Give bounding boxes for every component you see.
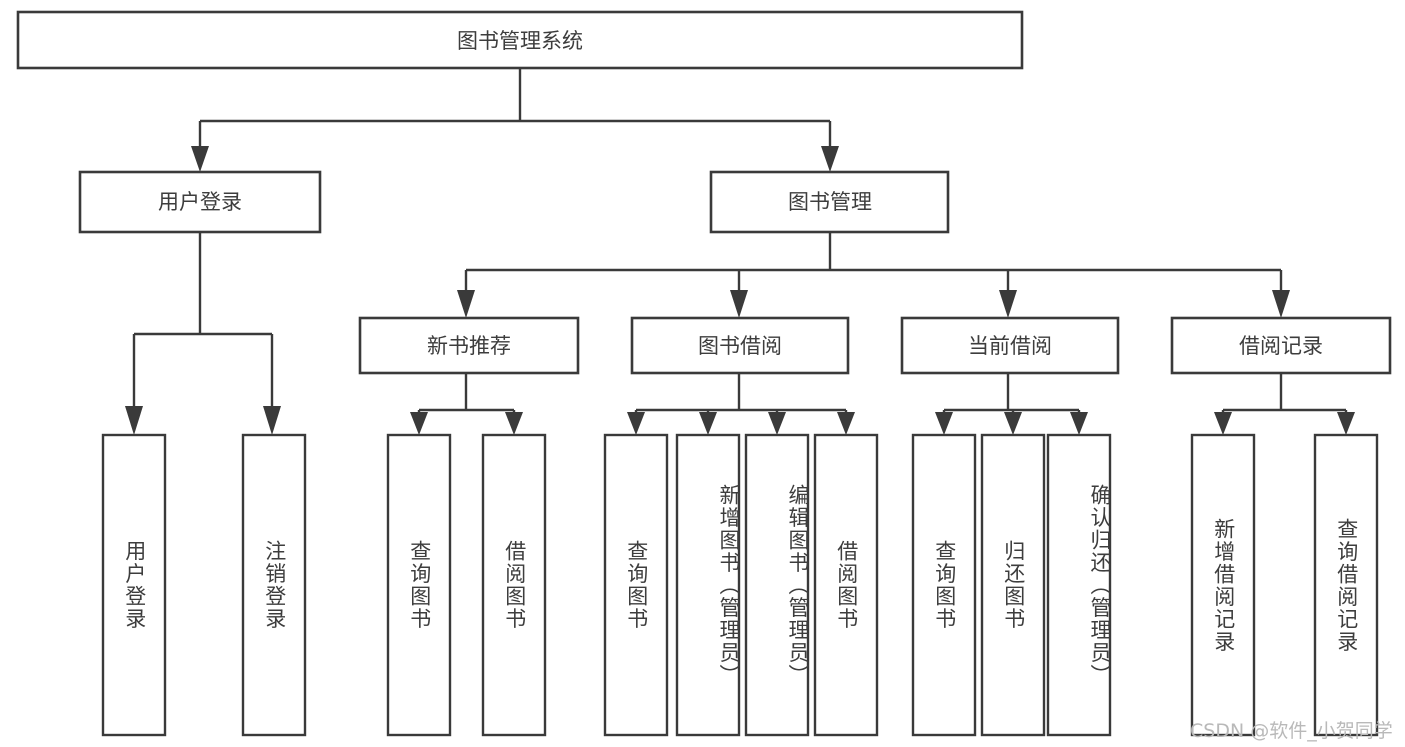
leaf-label-confirm-return: 确认归还（管理员） [1088, 483, 1112, 687]
connector-group-borrowrecord [1214, 373, 1355, 435]
arrow-head-leaf-query-book-1 [410, 412, 428, 435]
arrow-head-borrow-record [1272, 290, 1290, 318]
leaf-label-query-book-3: 查询图书 [932, 540, 957, 630]
leaf-box-query-book-2[interactable] [603, 433, 669, 737]
node-new-book-recommend[interactable]: 新书推荐 [358, 316, 580, 375]
arrow-head-leaf-add-record [1214, 412, 1232, 435]
leaf-box-add-book[interactable] [675, 433, 741, 737]
node-root-label: 图书管理系统 [457, 29, 583, 53]
node-book-manage-box[interactable] [709, 170, 950, 234]
arrow-head-leaf-add-book [699, 412, 717, 435]
arrow-head-leaf-confirm-return [1070, 412, 1088, 435]
leaf-box-borrow-book-1[interactable] [481, 433, 547, 737]
node-user-login[interactable]: 用户登录 [78, 170, 322, 234]
leaf-box-confirm-return[interactable] [1046, 433, 1112, 737]
connector-group-recommend [410, 373, 523, 435]
node-user-login-label: 用户登录 [158, 190, 242, 214]
arrow-head-leaf-query-book-3 [935, 412, 953, 435]
arrow-head-userlogin [191, 146, 209, 172]
leaf-box-return-book[interactable] [980, 433, 1046, 737]
connector-group-currentborrow [935, 373, 1088, 435]
arrow-head-leaf-user-login [125, 406, 143, 435]
node-borrow-record-label: 借阅记录 [1239, 334, 1323, 358]
connector-group-bookborrow [627, 373, 855, 435]
node-borrow-record-box[interactable] [1170, 316, 1392, 375]
leaf-box-query-record[interactable] [1313, 433, 1379, 737]
leaf-label-borrow-book-2: 借阅图书 [834, 540, 859, 630]
connector-group-bookmanage [457, 232, 1290, 318]
leaf-label-logout: 注销登录 [262, 540, 287, 630]
leaf-label-query-book-2: 查询图书 [624, 540, 649, 630]
arrow-head-book-borrow [730, 290, 748, 318]
arrow-head-leaf-borrow-book-1 [505, 412, 523, 435]
leaf-label-query-book-1: 查询图书 [407, 540, 432, 630]
leaf-box-logout[interactable] [241, 433, 307, 737]
leaf-box-user-login[interactable] [101, 433, 167, 737]
leaf-box-add-record[interactable] [1190, 433, 1256, 737]
arrow-head-bookmanage [821, 146, 839, 172]
leaf-box-borrow-book-2[interactable] [813, 433, 879, 737]
node-book-borrow-box[interactable] [630, 316, 850, 375]
csdn-watermark: CSDN @软件_小贺同学 [1190, 720, 1393, 742]
node-current-borrow-box[interactable] [900, 316, 1120, 375]
connector-group-root [191, 68, 839, 172]
leaf-box-query-book-1[interactable] [386, 433, 452, 737]
arrow-head-leaf-logout [263, 406, 281, 435]
leaf-label-return-book: 归还图书 [1001, 540, 1026, 630]
node-current-borrow[interactable]: 当前借阅 [900, 316, 1120, 375]
arrow-head-leaf-return-book [1004, 412, 1022, 435]
leaf-box-edit-book[interactable] [744, 433, 810, 737]
leaf-label-borrow-book-1: 借阅图书 [502, 540, 527, 630]
leaf-label-add-record: 新增借阅记录 [1211, 517, 1236, 653]
arrow-head-leaf-edit-book [768, 412, 786, 435]
node-root-box[interactable] [16, 10, 1024, 70]
connector-group-userlogin [125, 232, 281, 435]
leaf-boxes [101, 433, 1379, 737]
node-book-borrow-label: 图书借阅 [698, 334, 782, 358]
leaf-label-user-login: 用户登录 [122, 540, 147, 630]
arrow-head-leaf-borrow-book-2 [837, 412, 855, 435]
arrow-head-current-borrow [999, 290, 1017, 318]
leaf-box-query-book-3[interactable] [911, 433, 977, 737]
node-new-book-recommend-box[interactable] [358, 316, 580, 375]
node-book-manage-label: 图书管理 [788, 190, 872, 214]
arrow-head-leaf-query-book-2 [627, 412, 645, 435]
node-new-book-recommend-label: 新书推荐 [427, 334, 511, 358]
node-current-borrow-label: 当前借阅 [968, 334, 1052, 358]
leaf-label-edit-book: 编辑图书（管理员） [786, 483, 810, 687]
node-book-borrow[interactable]: 图书借阅 [630, 316, 850, 375]
node-book-manage[interactable]: 图书管理 [709, 170, 950, 234]
arrow-head-leaf-query-record [1337, 412, 1355, 435]
arrow-head-new-book-recommend [457, 290, 475, 318]
node-root[interactable]: 图书管理系统 [16, 10, 1024, 70]
node-borrow-record[interactable]: 借阅记录 [1170, 316, 1392, 375]
leaf-label-query-record: 查询借阅记录 [1334, 517, 1359, 653]
node-user-login-box[interactable] [78, 170, 322, 234]
leaf-label-add-book: 新增图书（管理员） [717, 483, 741, 687]
